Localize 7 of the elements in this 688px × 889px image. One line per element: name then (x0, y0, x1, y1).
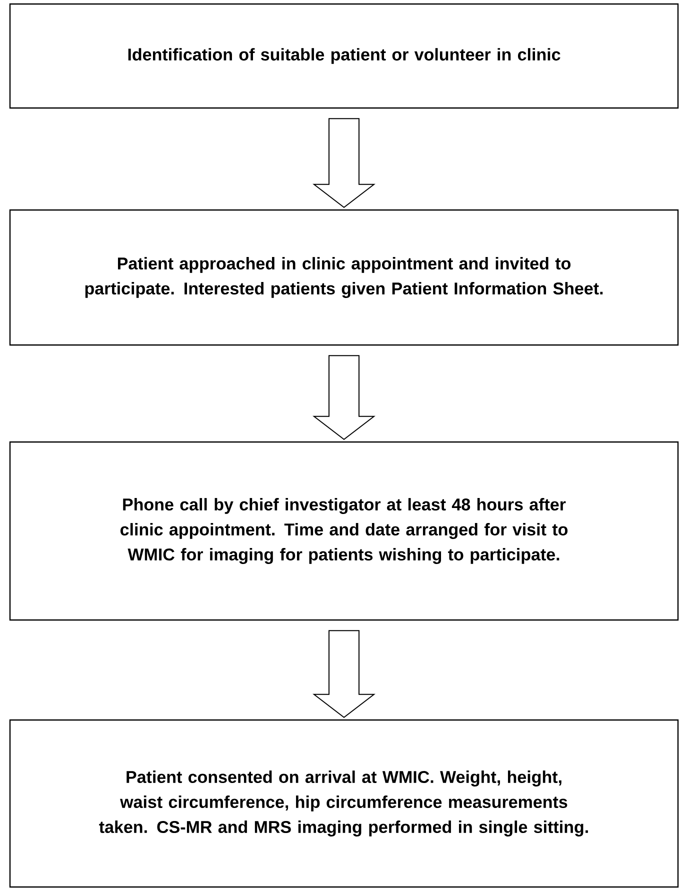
block-arrow (312, 630, 376, 718)
process-box: Identification of suitable patient or volunteer in clinic (9, 3, 679, 109)
process-box: Phone call by chief investigator at least 48 hours after clinic appointment. Time and date arranged for visit to WMIC for imaging for patients wishing to participate. (9, 441, 679, 621)
block-arrow (312, 355, 376, 440)
block-arrow (312, 118, 376, 208)
process-box: Patient approached in clinic appointment and invited to participate. Interested patients given Patient Information Sheet. (9, 209, 679, 346)
process-box: Patient consented on arrival at WMIC. Weight, height, waist circumference, hip circumference measurements taken. CS-MR and MRS imaging performed in single sitting. (9, 719, 679, 888)
